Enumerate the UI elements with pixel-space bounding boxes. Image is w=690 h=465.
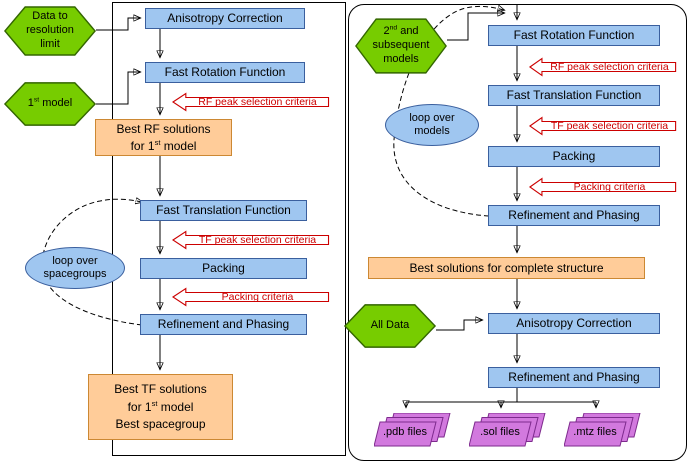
hexagon-first-model: 1st model [4, 82, 96, 126]
node-packing-left: Packing [140, 258, 307, 279]
ellipse-loop-over-spacegroups: loop over spacegroups [25, 247, 125, 289]
banner-rf-peak-criteria-left: RF peak selection criteria [172, 92, 330, 112]
banner-label: RF peak selection criteria [550, 61, 669, 73]
best-rf-line2: for 1st model [130, 138, 197, 153]
node-fast-translation-function-right: Fast Translation Function [488, 85, 660, 106]
banner-label: Packing criteria [573, 181, 646, 193]
ellipse-label: loop over models [409, 111, 455, 137]
file-label: .pdb files [382, 426, 428, 438]
hexagon-line: subsequent [372, 39, 430, 52]
banner-packing-criteria-right: Packing criteria [529, 177, 677, 197]
hexagon-label: All Data [370, 319, 410, 332]
best-tf-line1: Best TF solutions [114, 382, 207, 397]
node-label: Fast Rotation Function [164, 65, 286, 80]
banner-tf-peak-criteria-right: TF peak selection criteria [529, 116, 677, 136]
node-best-tf-solutions: Best TF solutions for 1st model Best spa… [88, 374, 233, 440]
hexagon-label: 1st model [4, 82, 96, 126]
node-fast-translation-function-left: Fast Translation Function [140, 200, 307, 221]
node-anisotropy-correction-left: Anisotropy Correction [145, 8, 305, 29]
node-refinement-phasing-final: Refinement and Phasing [488, 367, 660, 388]
node-label: Packing [552, 149, 596, 164]
hexagon-label: Data to resolution limit [26, 10, 74, 50]
hexagon-subsequent-models: 2nd and subsequent models [355, 18, 447, 74]
ellipse-loop-over-models: loop over models [385, 104, 479, 146]
banner-label: RF peak selection criteria [198, 96, 317, 108]
file-output-sol: .sol files [469, 413, 547, 447]
node-label: Fast Rotation Function [513, 28, 635, 43]
hexagon-data-to-resolution-limit: Data to resolution limit [4, 6, 96, 56]
ellipse-label: loop over spacegroups [43, 254, 107, 280]
hexagon-line: 2nd and [383, 24, 419, 38]
right-pipeline-outline [348, 4, 687, 461]
node-packing-right: Packing [488, 146, 660, 167]
best-tf-line3: Best spacegroup [115, 417, 206, 432]
banner-rf-peak-criteria-right: RF peak selection criteria [529, 57, 677, 77]
hexagon-all-data: All Data [344, 304, 436, 348]
node-label: Refinement and Phasing [508, 370, 640, 385]
node-refinement-phasing-left: Refinement and Phasing [140, 314, 307, 335]
node-label: Refinement and Phasing [157, 317, 290, 332]
node-fast-rotation-function-right: Fast Rotation Function [488, 25, 660, 46]
file-label: .mtz files [573, 426, 617, 438]
file-output-pdb: .pdb files [374, 413, 452, 447]
file-output-mtz: .mtz files [564, 413, 642, 447]
banner-label: TF peak selection criteria [550, 120, 669, 132]
node-refinement-phasing-right: Refinement and Phasing [488, 205, 660, 226]
banner-label: TF peak selection criteria [198, 234, 317, 246]
hexagon-line: 1st model [27, 96, 73, 110]
node-best-solutions-complete-structure: Best solutions for complete structure [368, 257, 645, 279]
banner-label: Packing criteria [221, 291, 294, 303]
hexagon-label: 2nd and subsequent models [355, 18, 447, 74]
banner-tf-peak-criteria-left: TF peak selection criteria [172, 230, 330, 250]
node-best-rf-solutions: Best RF solutions for 1st model [95, 119, 232, 156]
node-label: Anisotropy Correction [167, 11, 283, 26]
hexagon-line: models [383, 52, 419, 65]
node-fast-rotation-function-left: Fast Rotation Function [145, 62, 305, 83]
node-label: Best solutions for complete structure [409, 260, 604, 275]
node-label: Fast Translation Function [506, 88, 642, 103]
node-label: Anisotropy Correction [516, 316, 632, 331]
banner-packing-criteria-left: Packing criteria [172, 287, 330, 307]
node-anisotropy-correction-right: Anisotropy Correction [488, 313, 660, 334]
node-label: Refinement and Phasing [508, 208, 640, 223]
node-label: Packing [202, 261, 245, 276]
file-label: .sol files [480, 426, 520, 438]
best-tf-line2: for 1st model [127, 398, 194, 414]
best-rf-line1: Best RF solutions [116, 121, 211, 136]
node-label: Fast Translation Function [156, 203, 291, 218]
